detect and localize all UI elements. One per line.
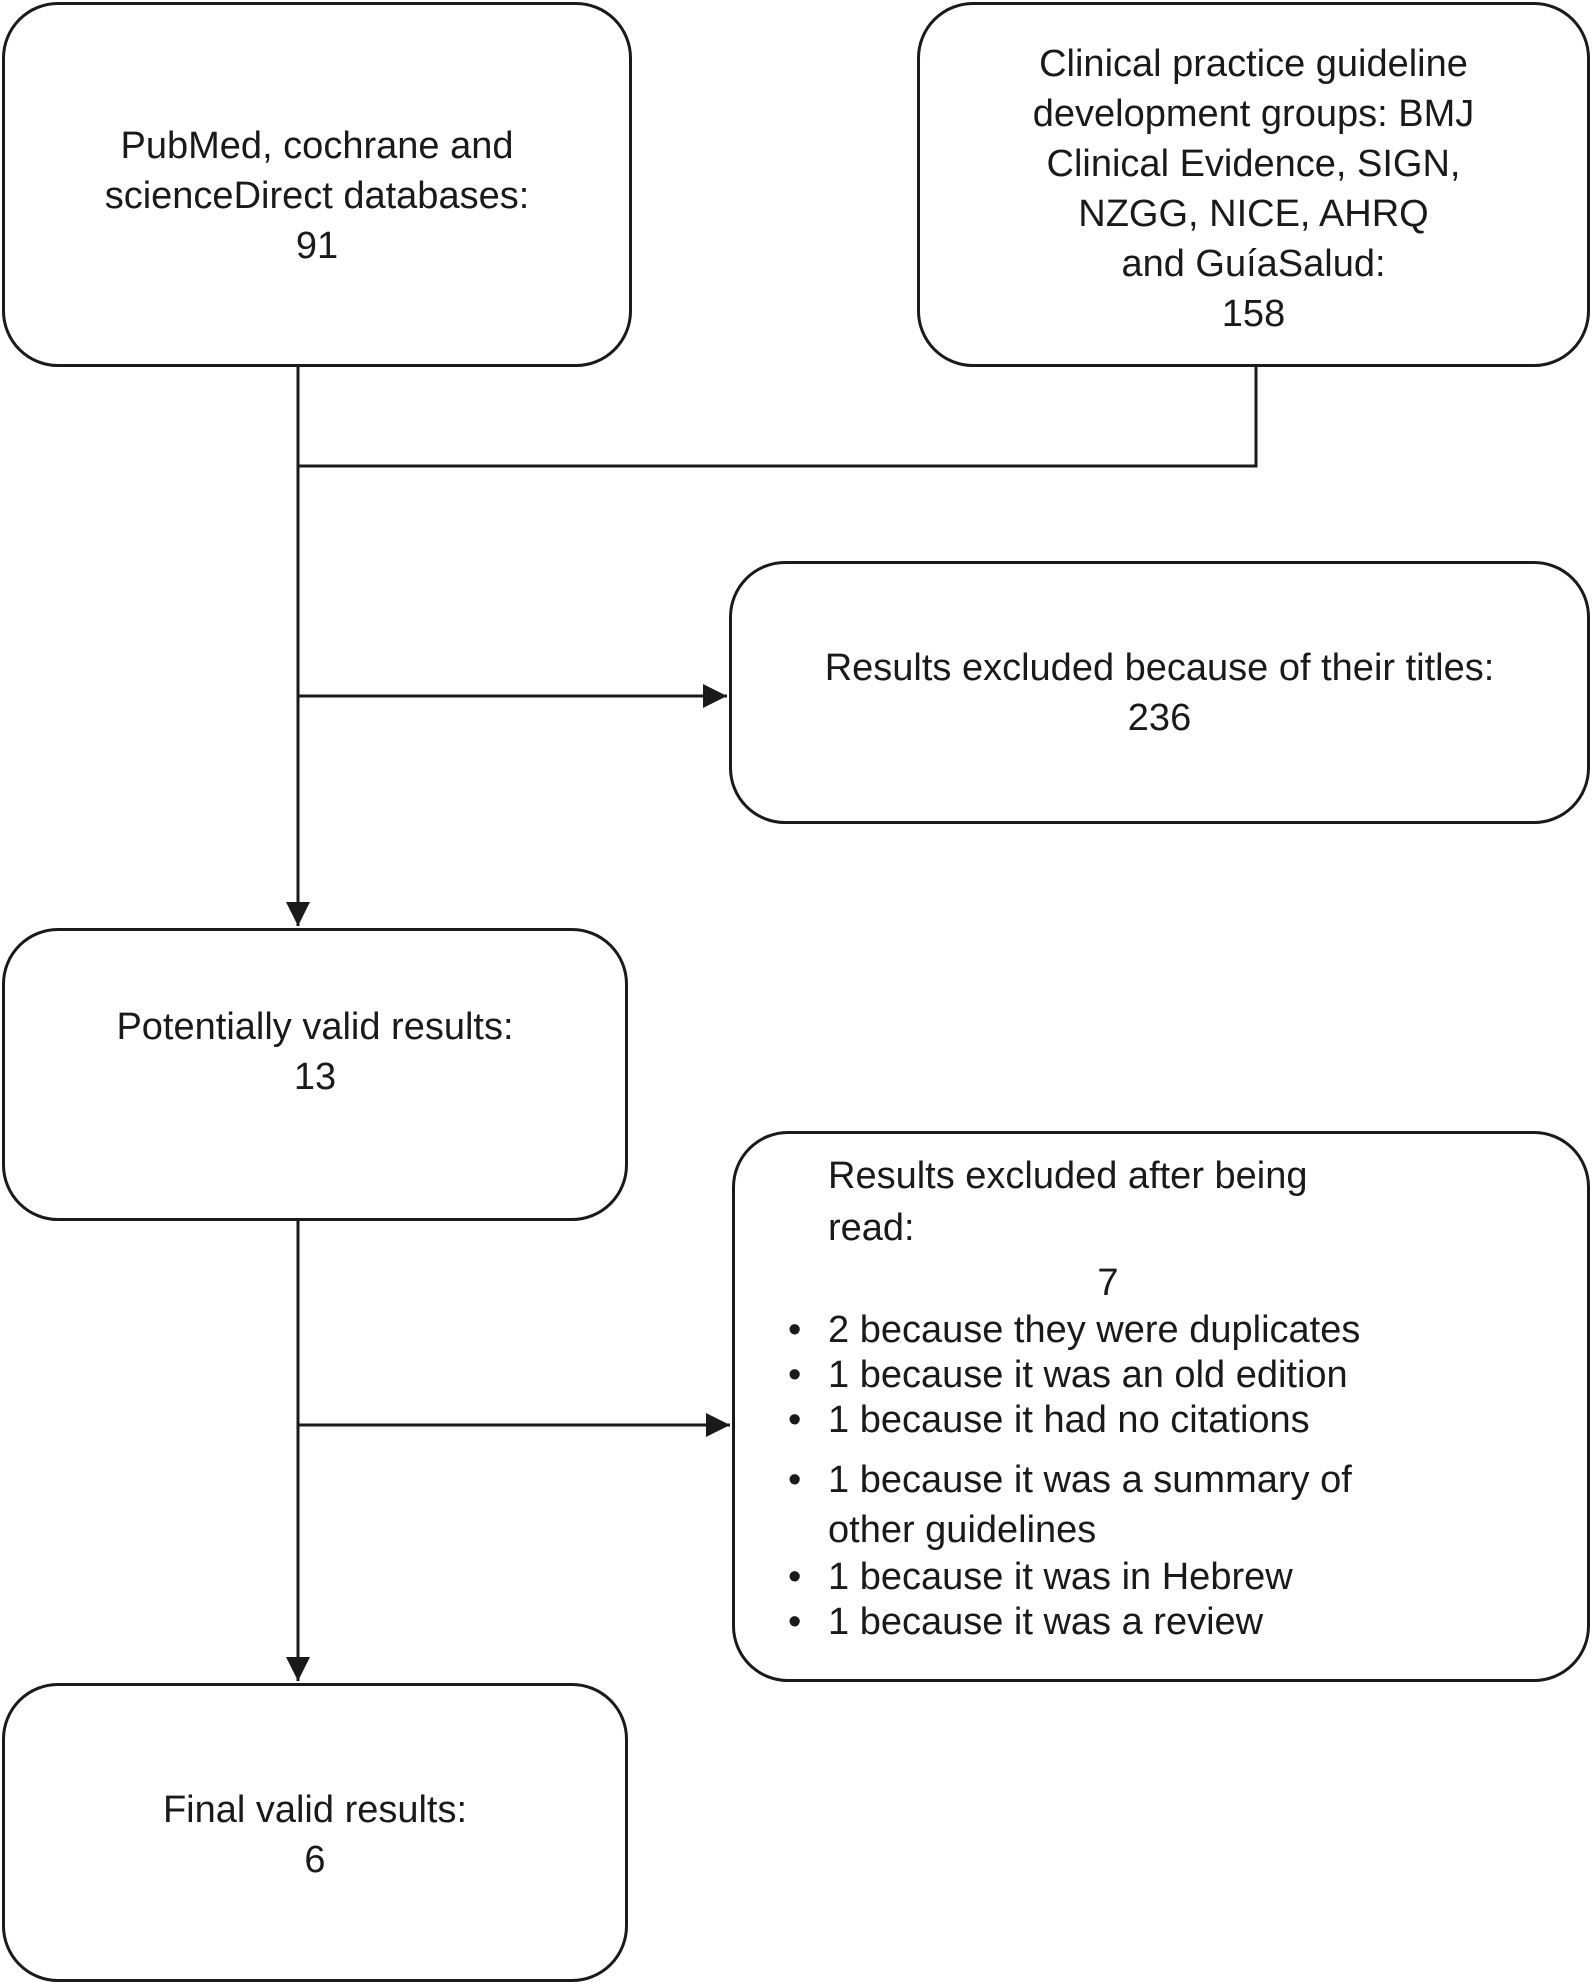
- exclusion-reasons-list: • 2 because they were duplicates • 1 becau…: [788, 1308, 1587, 1645]
- exclusion-reason-item: • 1 because it had no citations: [788, 1398, 1587, 1443]
- exclusion-reason-item: • 2 because they were duplicates: [788, 1308, 1587, 1353]
- final-count: 6: [304, 1839, 326, 1881]
- guidelines-text-line: Clinical practice guideline: [1039, 43, 1468, 85]
- exclusion-reason-text: 2 because they were duplicates: [828, 1309, 1361, 1351]
- final-valid-box: Final valid results: 6: [2, 1683, 628, 1982]
- guidelines-text-line: Clinical Evidence, SIGN,: [1046, 143, 1461, 185]
- guidelines-text-line: and GuíaSalud:: [1121, 243, 1386, 285]
- exclusion-reason-text: 1 because it was a review: [828, 1601, 1264, 1643]
- exclusion-reason-text: 1 because it was in Hebrew: [828, 1556, 1293, 1598]
- potentially-valid-box: Potentially valid results: 13: [2, 928, 628, 1221]
- exclusion-reason-text: 1 because it had no citations: [828, 1399, 1310, 1441]
- exclusion-reason-item: • 1 because it was a review: [788, 1600, 1587, 1645]
- potential-count: 13: [293, 1056, 337, 1098]
- bullet-icon: •: [788, 1459, 802, 1501]
- title-excluded-count: 236: [1127, 697, 1192, 739]
- guideline-groups-box: Clinical practice guideline development …: [917, 2, 1590, 367]
- exclusion-reason-item: • 1 because it was in Hebrew: [788, 1555, 1587, 1600]
- guidelines-count: 158: [1221, 293, 1286, 335]
- databases-count: 91: [295, 225, 339, 267]
- databases-text-line: scienceDirect databases:: [104, 175, 530, 217]
- exclusion-reason-text: 1 because it was a summary of other guid…: [828, 1459, 1352, 1551]
- bullet-icon: •: [788, 1354, 802, 1396]
- databases-box: PubMed, cochrane and scienceDirect datab…: [2, 2, 632, 367]
- title-excluded-text: Results excluded because of their titles…: [824, 647, 1495, 689]
- potential-text: Potentially valid results:: [116, 1006, 514, 1048]
- bullet-icon: •: [788, 1556, 802, 1598]
- title-excluded-box: Results excluded because of their titles…: [729, 561, 1590, 824]
- databases-text-line: PubMed, cochrane and: [120, 125, 514, 167]
- final-text: Final valid results:: [162, 1789, 468, 1831]
- exclusion-reason-item: • 1 because it was a summary of other gui…: [788, 1455, 1428, 1555]
- exclusion-reason-item: • 1 because it was an old edition: [788, 1353, 1587, 1398]
- read-excluded-box: Results excluded after being read: 7 • 2 …: [732, 1131, 1590, 1682]
- guidelines-text-line: development groups: BMJ: [1032, 93, 1475, 135]
- read-excluded-count: 7: [1097, 1262, 1119, 1304]
- guidelines-text-line: NZGG, NICE, AHRQ: [1078, 193, 1429, 235]
- exclusion-reason-text: 1 because it was an old edition: [828, 1354, 1348, 1396]
- read-excluded-heading: Results excluded after being read:: [828, 1155, 1308, 1249]
- connector-guidelines-merge: [298, 367, 1258, 468]
- bullet-icon: •: [788, 1399, 802, 1441]
- bullet-icon: •: [788, 1601, 802, 1643]
- bullet-icon: •: [788, 1309, 802, 1351]
